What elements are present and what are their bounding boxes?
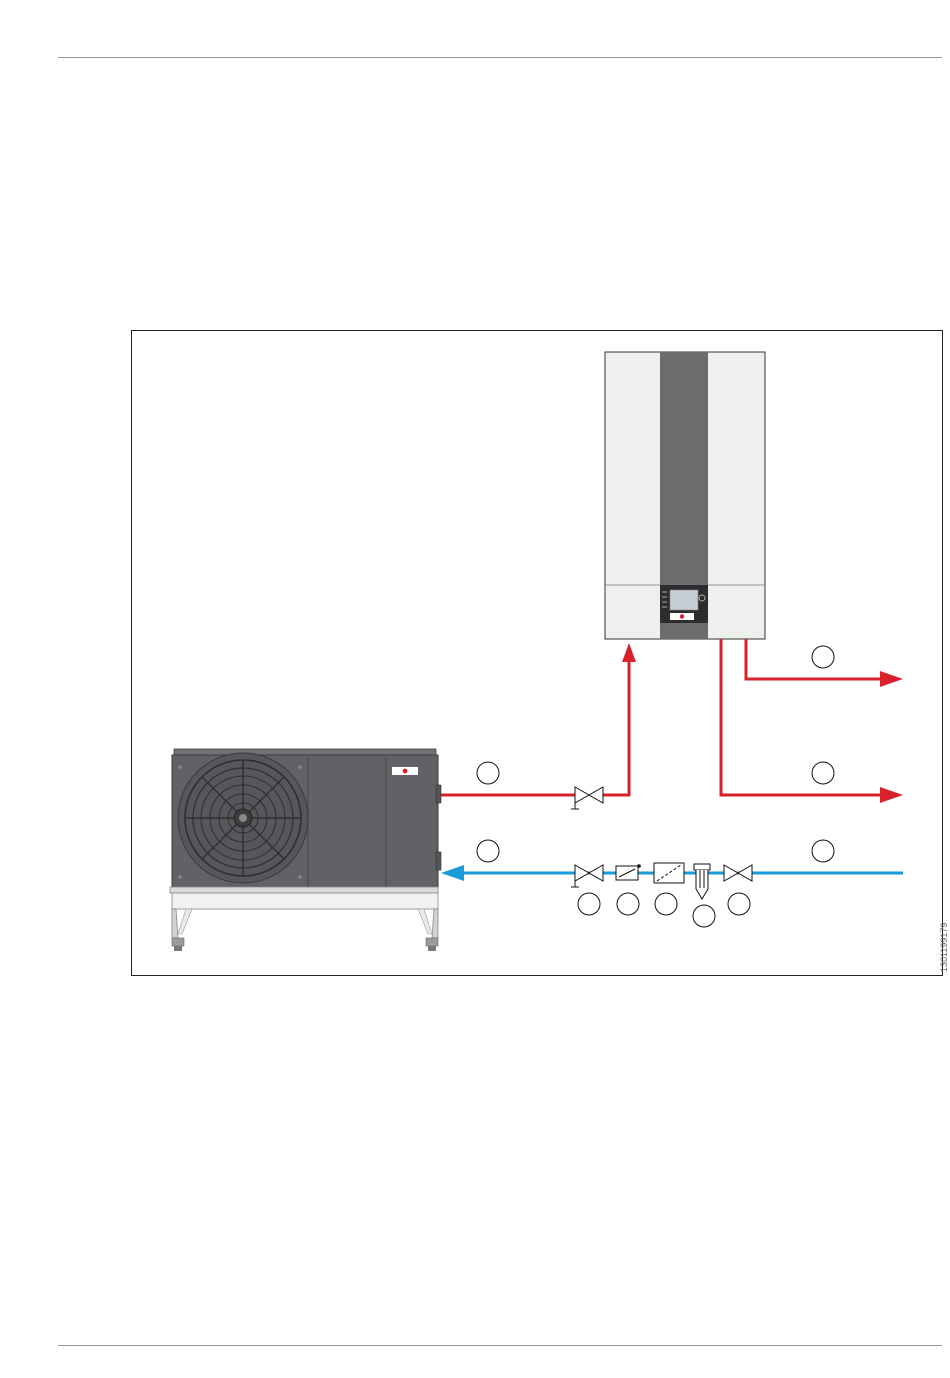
- figure-id: 1301199179: [939, 923, 949, 972]
- callout-circle: [812, 646, 834, 668]
- magnetic-filter-icon: [616, 864, 641, 880]
- fan-icon: [178, 753, 308, 883]
- callout-circle: [477, 762, 499, 784]
- callout-circle: [617, 893, 639, 915]
- callout-circle: [477, 840, 499, 862]
- dirt-separator-icon: [654, 863, 684, 883]
- indoor-unit-display: [670, 590, 698, 610]
- callout-circle: [693, 905, 715, 927]
- callout-circle: [728, 893, 750, 915]
- callout-circle: [578, 893, 600, 915]
- indoor-unit: [605, 352, 765, 639]
- callout-circle: [655, 893, 677, 915]
- callout-circle: [812, 840, 834, 862]
- callout-circle: [812, 762, 834, 784]
